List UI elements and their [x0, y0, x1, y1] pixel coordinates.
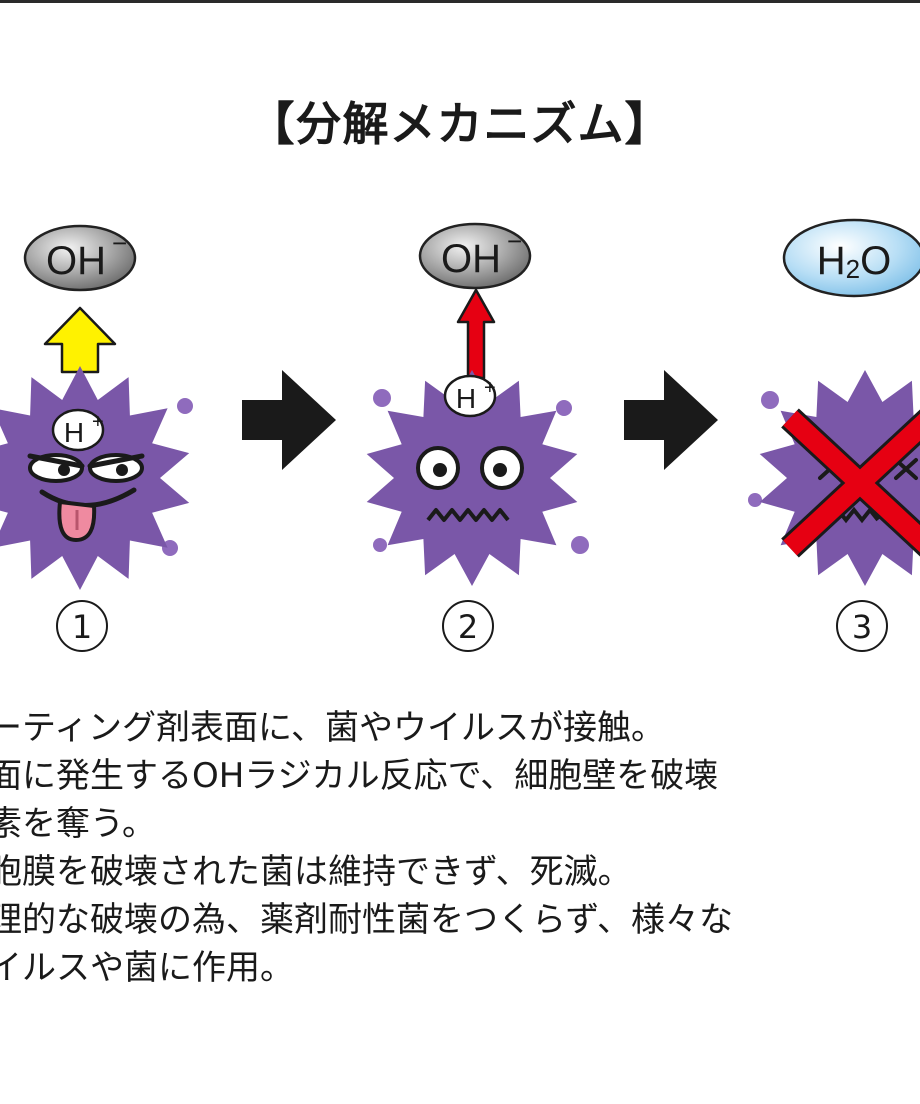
oh-ion-2: OH −	[418, 222, 532, 290]
virus-1: H +	[0, 366, 193, 590]
description-line-5: 理的な破壊の為、薬剤耐性菌をつくらず、様々な	[0, 900, 733, 940]
oh-label-2: OH	[441, 237, 501, 281]
description-line-3: 素を奪う。	[0, 804, 156, 844]
diagram-title: 【分解メカニズム】	[248, 97, 672, 151]
svg-text:OH: OH	[46, 239, 106, 283]
h2o-sub: 2	[846, 254, 860, 284]
step-number-1: 1	[56, 600, 108, 652]
description-line-6: イルスや菌に作用。	[0, 948, 294, 988]
process-arrow-1	[242, 370, 336, 470]
h-charge-2: +	[484, 377, 496, 399]
yellow-arrow-up	[43, 306, 117, 374]
h2o-o: O	[860, 239, 891, 283]
svg-text:H2O: H2O	[817, 239, 891, 284]
h-label-2: H	[456, 383, 476, 414]
stage-3: H2O 3	[748, 218, 920, 652]
process-arrow-2	[624, 370, 718, 470]
h-charge-1: +	[92, 411, 104, 433]
virus-3	[748, 370, 920, 586]
h2o-molecule: H2O	[782, 218, 920, 298]
description-line-1: ーティング剤表面に、菌やウイルスが接触。	[0, 708, 665, 748]
step-number-3: 3	[836, 600, 888, 652]
h2o-h: H	[817, 239, 846, 283]
top-divider	[0, 0, 920, 3]
virus-2	[366, 370, 589, 586]
oh-label-1: OH	[46, 239, 106, 283]
oh-charge-1: −	[112, 228, 127, 258]
stage-2: OH − H + 2	[366, 222, 589, 652]
stage-1: OH − H + 1	[0, 224, 193, 652]
description-text: ーティング剤表面に、菌やウイルスが接触。 面に発生するOHラジカル反応で、細胞壁…	[0, 704, 920, 992]
step-number-2: 2	[442, 600, 494, 652]
red-arrow-up	[456, 288, 496, 380]
h-ion-1: H +	[51, 408, 105, 452]
h-ion-2: H +	[443, 374, 497, 418]
mechanism-diagram: OH − H + 1	[0, 218, 920, 652]
svg-text:3: 3	[852, 608, 872, 646]
oh-ion-1: OH −	[23, 224, 137, 292]
svg-text:2: 2	[458, 608, 478, 646]
red-cross	[781, 408, 920, 558]
oh-charge-2: −	[507, 226, 522, 256]
svg-text:1: 1	[72, 608, 92, 646]
description-line-4: 胞膜を破壊された菌は維持できず、死滅。	[0, 852, 632, 892]
description-line-2: 面に発生するOHラジカル反応で、細胞壁を破壊	[0, 756, 719, 796]
h-label-1: H	[64, 417, 84, 448]
